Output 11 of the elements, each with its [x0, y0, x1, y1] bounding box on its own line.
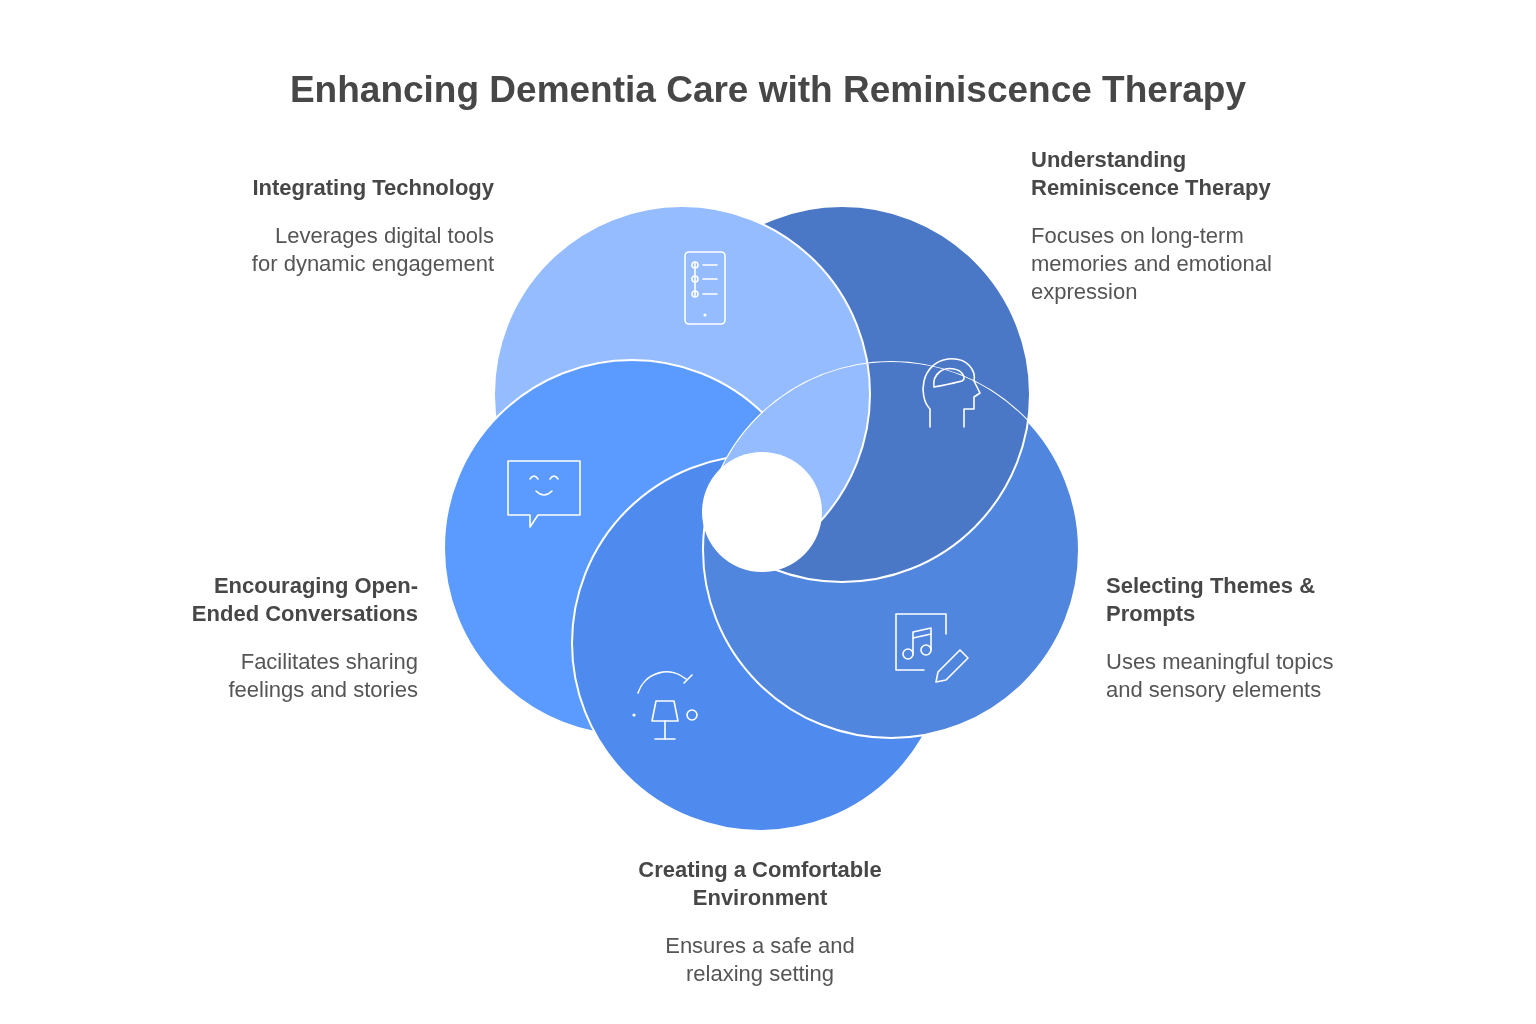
section-description: Ensures a safe and relaxing setting — [664, 932, 856, 988]
section-description: Uses meaningful topics and sensory elements — [1106, 648, 1335, 704]
section-heading: Integrating Technology — [251, 174, 494, 202]
section-description: Leverages digital tools for dynamic engagement — [250, 222, 494, 278]
section-heading: Creating a Comfortable Environment — [637, 856, 883, 912]
section-heading: Selecting Themes & Prompts — [1106, 572, 1317, 628]
section-description: Facilitates sharing feelings and stories — [227, 648, 418, 704]
diagram-title: Enhancing Dementia Care with Reminiscence Therapy — [288, 68, 1248, 112]
section-heading: Encouraging Open-Ended Conversations — [190, 572, 418, 628]
section-heading: Understanding Reminiscence Therapy — [1031, 146, 1272, 202]
section-description: Focuses on long-term memories and emotional expression — [1031, 222, 1273, 306]
